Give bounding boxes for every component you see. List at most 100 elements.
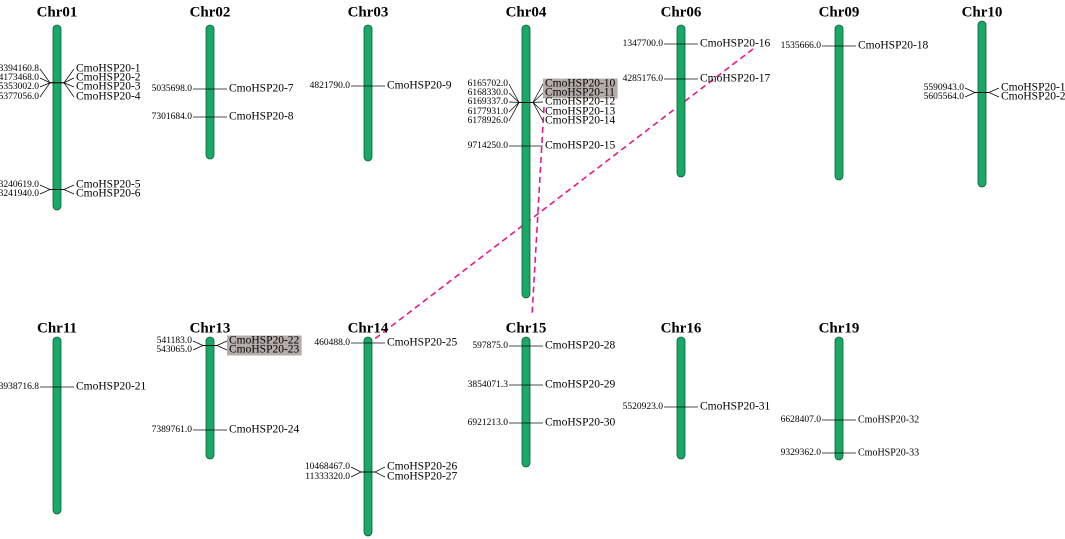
chromosome-title: Chr19 xyxy=(819,320,860,336)
chromosome-title: Chr04 xyxy=(506,4,547,20)
gene-name-label: CmoHSP20-14 xyxy=(545,115,616,127)
gene-name-label: CmoHSP20-5 xyxy=(76,179,141,191)
gene-connector-left xyxy=(39,82,53,98)
gene-position-label: 5590943.0 xyxy=(924,83,965,93)
gene-position-label: 13241940.0 xyxy=(0,189,39,199)
gene-name-label: CmoHSP20-23 xyxy=(229,344,300,356)
chromosome-title: Chr09 xyxy=(819,4,860,20)
duplication-links xyxy=(371,48,754,342)
gene-position-label: 11333320.0 xyxy=(305,472,350,482)
duplication-link xyxy=(371,48,754,342)
gene-name-label: CmoHSP20-4 xyxy=(76,91,141,103)
gene-highlight-box xyxy=(227,344,302,356)
chromosome-title: Chr16 xyxy=(661,320,702,336)
gene-connector-right xyxy=(61,189,75,195)
duplication-link xyxy=(531,106,545,317)
gene-name-label: CmoHSP20-30 xyxy=(545,417,616,429)
gene-position-label: 3854071.3 xyxy=(468,380,509,390)
gene-connector-left xyxy=(39,189,53,195)
gene-name-label: CmoHSP20-31 xyxy=(700,401,771,413)
chromosome-bar xyxy=(676,24,686,178)
gene-position-label: 5377056.0 xyxy=(0,92,39,102)
gene-name-label: CmoHSP20-1 xyxy=(76,63,141,75)
gene-position-label: 9714250.0 xyxy=(468,141,509,151)
gene-position-label: 1347700.0 xyxy=(623,39,664,49)
gene-name-label: CmoHSP20-26 xyxy=(387,461,458,473)
gene-marker: 5377056.0 CmoHSP20-4 xyxy=(0,82,141,103)
gene-connector-left xyxy=(39,82,53,88)
gene-connector-right xyxy=(214,340,228,346)
gene-connector-right xyxy=(61,68,75,84)
gene-connector-right xyxy=(372,466,386,473)
gene-name-label: CmoHSP20-15 xyxy=(545,140,616,152)
chromosome-bar xyxy=(676,336,686,460)
gene-connector-left xyxy=(350,471,364,478)
gene-connector-left xyxy=(192,340,206,346)
chromosome-bar xyxy=(834,24,844,181)
chromosome-bar xyxy=(834,336,844,461)
chromosome-title: Chr15 xyxy=(506,320,547,336)
gene-name-label: CmoHSP20-3 xyxy=(76,81,141,93)
gene-name-label: CmoHSP20-27 xyxy=(387,471,458,483)
gene-highlight-box xyxy=(543,78,618,90)
gene-connector-left xyxy=(350,466,364,473)
gene-position-label: 6165702.0 xyxy=(468,79,509,89)
gene-connector-left xyxy=(964,87,978,93)
gene-position-label: 460488.0 xyxy=(314,338,350,348)
gene-connector-right xyxy=(530,92,544,103)
chromosome-bar xyxy=(977,20,987,188)
gene-name-label: CmoHSP20-16 xyxy=(700,38,771,50)
gene-name-label: CmoHSP20-12 xyxy=(545,96,616,108)
chromosome-bar xyxy=(363,24,373,162)
gene-connector-right xyxy=(986,92,1000,98)
gene-connector-right xyxy=(530,102,544,122)
gene-name-label: CmoHSP20-10 xyxy=(545,78,616,90)
gene-connector-left xyxy=(964,92,978,98)
gene-position-label: 6169337.0 xyxy=(468,97,509,107)
chromosome-bar xyxy=(52,24,62,211)
gene-name-label: CmoHSP20-6 xyxy=(76,188,141,200)
gene-name-label: CmoHSP20-25 xyxy=(387,337,458,349)
chromosome-bar xyxy=(521,24,531,299)
gene-connector-right xyxy=(372,471,386,478)
gene-position-label: 7301684.0 xyxy=(152,112,193,122)
chromosome-bar xyxy=(521,336,531,468)
gene-connector-left xyxy=(508,92,522,103)
gene-position-label: 597875.0 xyxy=(472,341,508,351)
gene-marker: 11333320.0 CmoHSP20-27 xyxy=(305,471,457,483)
gene-connector-right xyxy=(61,82,75,88)
chromosome-bar xyxy=(363,336,373,537)
gene-position-label: 1535666.0 xyxy=(781,41,822,51)
gene-marker: 7301684.0 CmoHSP20-8 xyxy=(152,111,294,123)
gene-highlight-box xyxy=(543,87,618,99)
gene-connector-right xyxy=(61,77,75,84)
gene-position-label: 13240619.0 xyxy=(0,180,39,190)
gene-connector-left xyxy=(39,184,53,190)
gene-connector-left xyxy=(508,102,522,113)
gene-name-label: CmoHSP20-8 xyxy=(229,111,294,123)
chromosome-title: Chr03 xyxy=(348,4,389,20)
gene-connector-left xyxy=(39,68,53,84)
